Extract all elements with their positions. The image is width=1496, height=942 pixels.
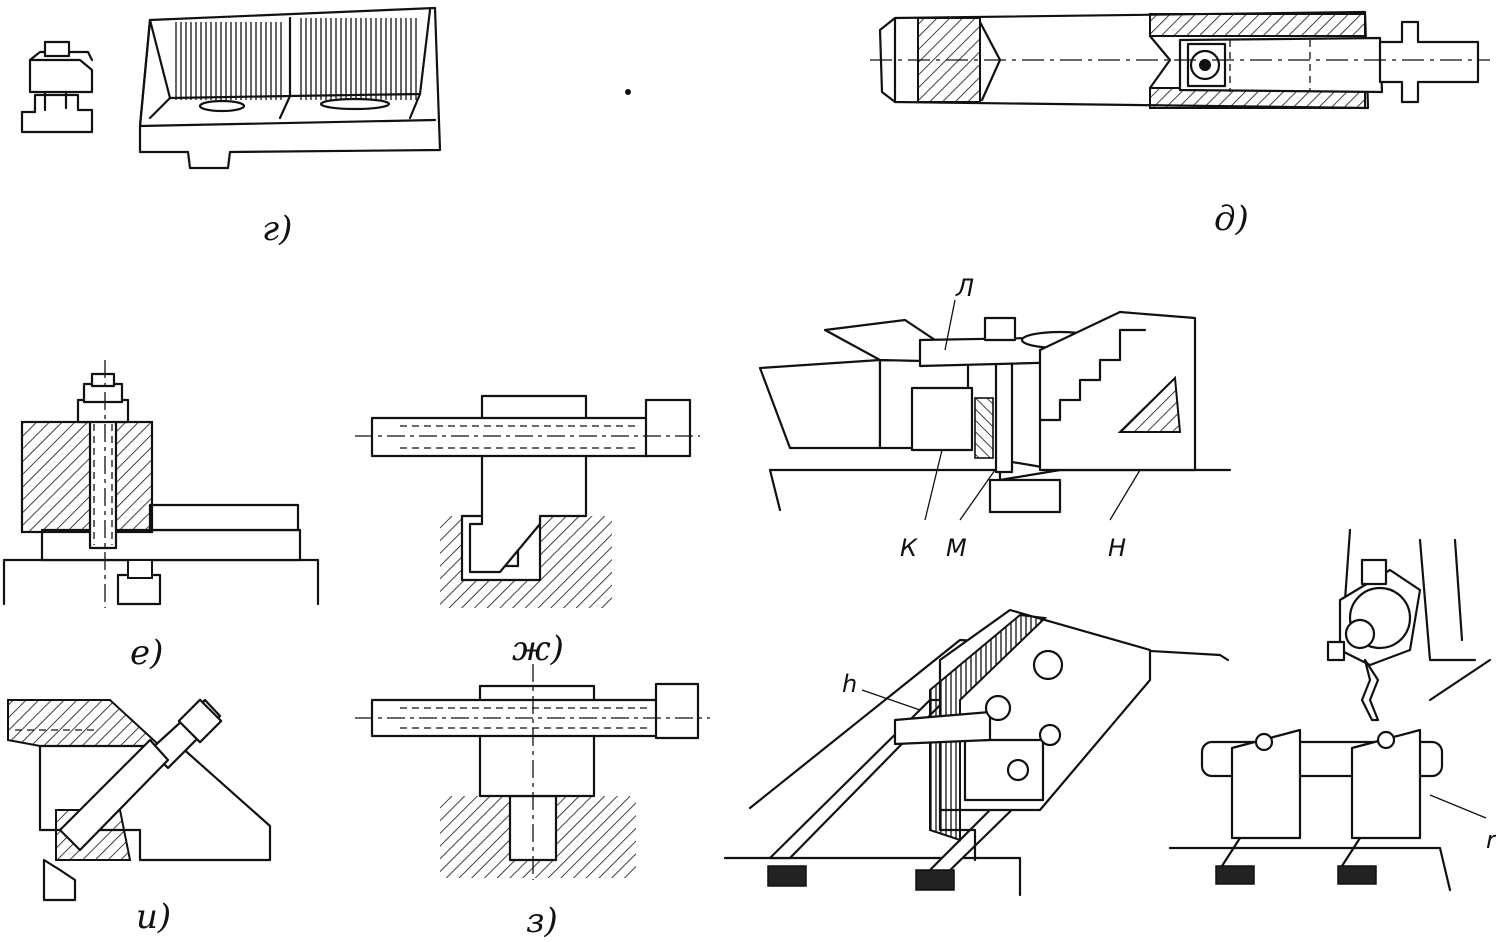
label-h: h [842, 670, 857, 698]
caption-d: д) [1214, 199, 1249, 239]
figure-zh-tslot-bolt [355, 394, 700, 608]
figure-h-vise-on-table [723, 608, 1230, 897]
figure-g-tnut-block [20, 40, 94, 134]
figure-d-adjustable-support [870, 10, 1490, 110]
figure-step-block-clamp [758, 299, 1232, 521]
figure-i-angle-clamp [7, 698, 272, 902]
caption-g: г) [262, 209, 292, 249]
figure-e-clamp-section [2, 360, 320, 608]
label-K: К [900, 534, 918, 562]
figure-z-bolt-counterbore [355, 664, 710, 880]
caption-i: и) [136, 897, 171, 937]
caption-zh: ж) [512, 629, 564, 669]
label-L: Л [955, 274, 974, 302]
label-M: М [946, 534, 967, 562]
figure-r-lathe-attachment [1168, 528, 1492, 892]
ink-speck [625, 89, 631, 95]
caption-z: з) [526, 901, 558, 941]
label-r: r [1486, 826, 1496, 854]
caption-e: е) [130, 633, 163, 673]
label-N: Н [1108, 534, 1126, 562]
figure-g-angle-bracket [138, 6, 442, 170]
